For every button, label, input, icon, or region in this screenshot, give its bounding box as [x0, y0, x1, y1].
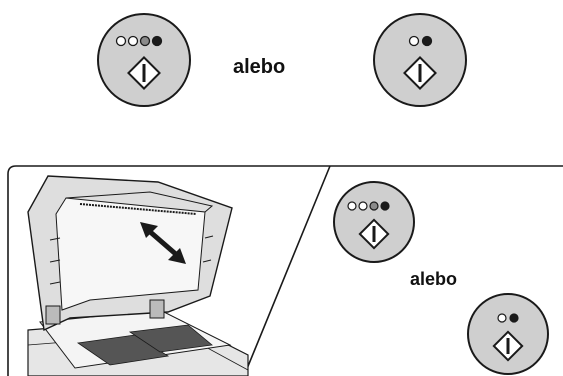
bw-start-button-top[interactable] — [372, 12, 468, 108]
bw-indicator-icon — [497, 313, 519, 323]
color-indicator-icon — [347, 201, 390, 211]
alebo-label-top: alebo — [233, 56, 286, 78]
alebo-label-bottom: alebo — [410, 269, 458, 289]
bw-start-button-bottom[interactable] — [466, 292, 550, 376]
panel-divider — [243, 165, 331, 376]
bw-indicator-icon — [408, 35, 433, 47]
scanner-illustration — [27, 175, 249, 376]
open-close-arrow-icon — [140, 222, 186, 264]
color-start-button-bottom[interactable] — [332, 180, 416, 264]
color-indicator-icon — [115, 35, 163, 47]
start-icon — [403, 56, 437, 90]
start-icon — [358, 218, 390, 250]
start-icon — [492, 330, 524, 362]
color-start-button-top[interactable] — [96, 12, 192, 108]
panel-border — [7, 165, 563, 376]
start-icon — [127, 56, 161, 90]
